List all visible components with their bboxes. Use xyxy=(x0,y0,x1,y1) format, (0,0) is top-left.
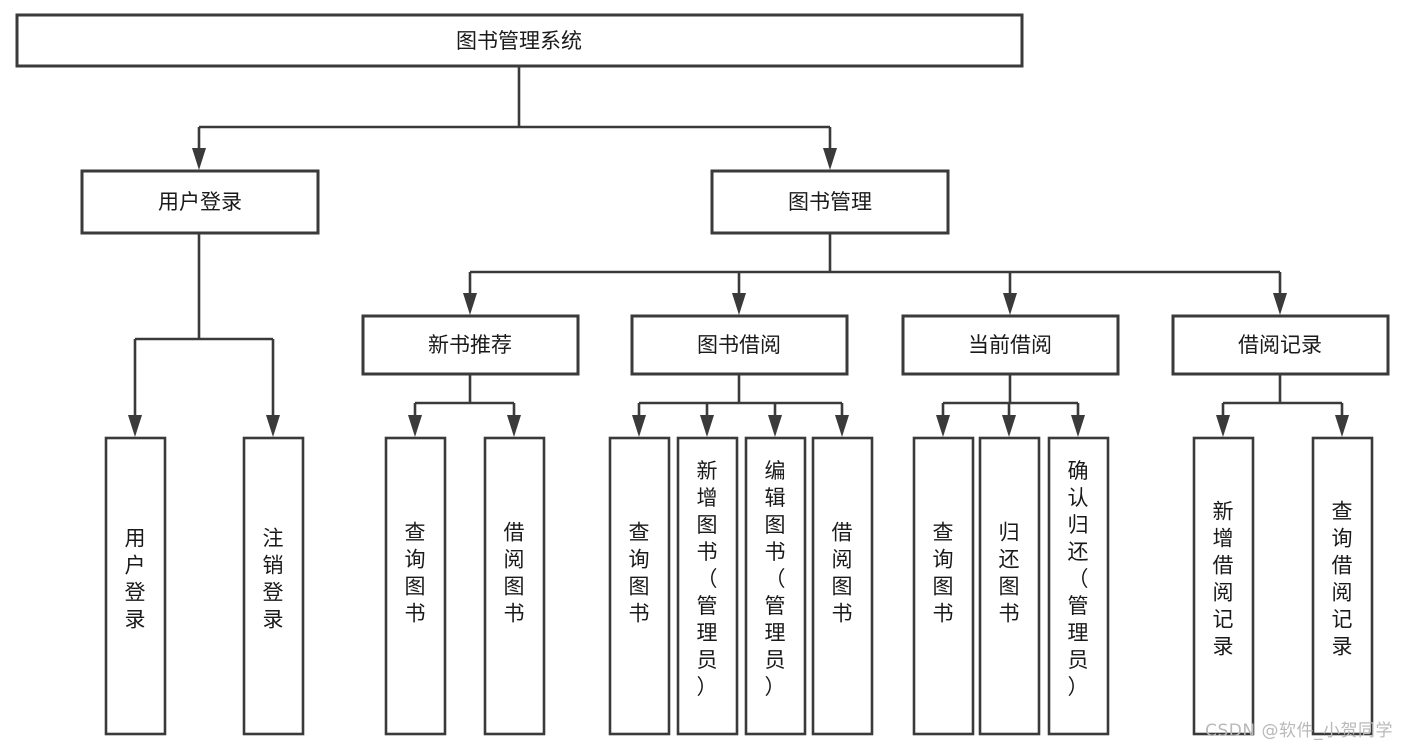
node-leaf-add-record-label: 新增借阅记录 xyxy=(1213,500,1234,659)
node-leaf-add-book[interactable]: 新增图书（管理员） xyxy=(676,436,739,736)
arrow-to-leaf-return-book-icon xyxy=(1002,415,1016,437)
arrow-to-leaf-user-logout-icon xyxy=(266,415,280,437)
connector-group-user-login xyxy=(128,233,280,437)
node-current-borrow-box[interactable] xyxy=(901,314,1120,376)
arrow-to-user-login-icon xyxy=(192,148,206,170)
node-user-login[interactable]: 用户登录 xyxy=(80,169,320,235)
node-leaf-borrow-book-rec-box[interactable] xyxy=(483,436,546,736)
connector-group-book-manage xyxy=(463,233,1287,315)
arrow-to-leaf-add-book-icon xyxy=(700,415,714,437)
node-leaf-return-book-box[interactable] xyxy=(978,436,1041,736)
node-leaf-borrow-book-rec[interactable]: 借阅图书 xyxy=(483,436,546,736)
node-leaf-edit-book-label: 编辑图书（管理员） xyxy=(765,459,786,699)
node-root-box[interactable] xyxy=(15,13,1024,68)
node-borrow-record[interactable]: 借阅记录 xyxy=(1171,314,1390,376)
node-leaf-add-record[interactable]: 新增借阅记录 xyxy=(1192,436,1255,736)
arrow-to-leaf-borrow-book-icon xyxy=(835,415,849,437)
node-leaf-query-record-label: 查询借阅记录 xyxy=(1332,500,1353,659)
node-book-manage[interactable]: 图书管理 xyxy=(710,169,950,235)
node-leaf-confirm-return-box[interactable] xyxy=(1047,436,1110,736)
node-user-login-label: 用户登录 xyxy=(158,190,242,214)
node-user-login-box[interactable] xyxy=(80,169,320,235)
arrow-to-borrow-record-icon xyxy=(1273,293,1287,315)
node-leaf-user-logout-box[interactable] xyxy=(242,436,305,736)
node-leaf-borrow-book-box[interactable] xyxy=(811,436,874,736)
node-leaf-add-book-box[interactable] xyxy=(676,436,739,736)
node-leaf-borrow-book-rec-label: 借阅图书 xyxy=(504,521,525,626)
node-new-book-recommend-label: 新书推荐 xyxy=(428,333,512,357)
node-leaf-return-book[interactable]: 归还图书 xyxy=(978,436,1041,736)
arrow-to-leaf-user-login-icon xyxy=(128,415,142,437)
connector-group-root xyxy=(192,66,837,170)
arrow-to-leaf-query-record-icon xyxy=(1335,415,1349,437)
node-leaf-query-book-rec[interactable]: 查询图书 xyxy=(384,436,447,736)
connector-group-borrow-record xyxy=(1216,374,1349,437)
node-leaf-query-book-rec-label: 查询图书 xyxy=(405,521,426,626)
node-leaf-confirm-return[interactable]: 确认归还（管理员） xyxy=(1047,436,1110,736)
node-leaf-user-logout-label: 注销登录 xyxy=(263,527,284,632)
node-leaf-user-login-label: 用户登录 xyxy=(125,527,146,632)
arrow-to-leaf-query-book-rec-icon xyxy=(408,415,422,437)
node-leaf-add-record-box[interactable] xyxy=(1192,436,1255,736)
node-leaf-query-book-rec-box[interactable] xyxy=(384,436,447,736)
node-new-book-recommend-box[interactable] xyxy=(361,314,580,376)
node-borrow-record-label: 借阅记录 xyxy=(1238,333,1322,357)
arrow-to-leaf-confirm-return-icon xyxy=(1071,415,1085,437)
node-leaf-edit-book-box[interactable] xyxy=(744,436,807,736)
arrow-to-new-book-recommend-icon xyxy=(463,293,477,315)
arrow-to-leaf-add-record-icon xyxy=(1216,415,1230,437)
node-current-borrow[interactable]: 当前借阅 xyxy=(901,314,1120,376)
arrow-to-leaf-borrow-book-rec-icon xyxy=(507,415,521,437)
node-book-borrow-box[interactable] xyxy=(630,314,849,376)
node-root-label: 图书管理系统 xyxy=(456,29,582,53)
arrow-to-leaf-edit-book-icon xyxy=(768,415,782,437)
node-book-borrow[interactable]: 图书借阅 xyxy=(630,314,849,376)
arrow-to-leaf-query-book-current-icon xyxy=(936,415,950,437)
node-leaf-user-login[interactable]: 用户登录 xyxy=(104,436,167,736)
node-leaf-query-record[interactable]: 查询借阅记录 xyxy=(1311,436,1374,736)
node-leaf-borrow-book[interactable]: 借阅图书 xyxy=(811,436,874,736)
connector-group-current-borrow xyxy=(936,374,1085,437)
node-leaf-query-book-current-label: 查询图书 xyxy=(933,521,954,626)
node-leaf-return-book-label: 归还图书 xyxy=(999,521,1020,626)
node-borrow-record-box[interactable] xyxy=(1171,314,1390,376)
node-book-manage-box[interactable] xyxy=(710,169,950,235)
node-current-borrow-label: 当前借阅 xyxy=(968,333,1052,357)
connector-group-book-borrow xyxy=(632,374,849,437)
node-leaf-confirm-return-label: 确认归还（管理员） xyxy=(1068,459,1089,699)
connector-group-new-book-recommend xyxy=(408,374,521,437)
node-leaf-query-book-borrow-label: 查询图书 xyxy=(629,521,650,626)
node-leaf-query-book-borrow-box[interactable] xyxy=(608,436,671,736)
node-leaf-query-book-borrow[interactable]: 查询图书 xyxy=(608,436,671,736)
node-book-borrow-label: 图书借阅 xyxy=(697,333,781,357)
arrow-to-leaf-query-book-borrow-icon xyxy=(632,415,646,437)
node-leaf-edit-book[interactable]: 编辑图书（管理员） xyxy=(744,436,807,736)
node-leaf-user-logout[interactable]: 注销登录 xyxy=(242,436,305,736)
arrow-to-book-borrow-icon xyxy=(732,293,746,315)
node-root[interactable]: 图书管理系统 xyxy=(15,13,1024,68)
node-leaf-user-login-box[interactable] xyxy=(104,436,167,736)
node-leaf-add-book-label: 新增图书（管理员） xyxy=(697,459,718,699)
node-leaf-query-record-box[interactable] xyxy=(1311,436,1374,736)
node-leaf-query-book-current-box[interactable] xyxy=(912,436,975,736)
arrow-to-current-borrow-icon xyxy=(1003,293,1017,315)
arrow-to-book-manage-icon xyxy=(823,148,837,170)
node-leaf-query-book-current[interactable]: 查询图书 xyxy=(912,436,975,736)
node-book-manage-label: 图书管理 xyxy=(788,190,872,214)
node-leaf-borrow-book-label: 借阅图书 xyxy=(832,521,853,626)
node-new-book-recommend[interactable]: 新书推荐 xyxy=(361,314,580,376)
